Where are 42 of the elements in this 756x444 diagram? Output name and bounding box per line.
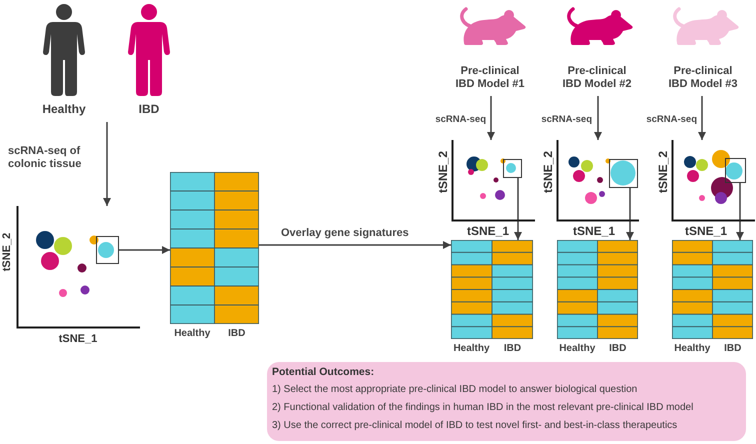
axis-title: tSNE_1 [684, 225, 728, 239]
axis-title: tSNE_2 [437, 150, 449, 194]
column-label: IBD [504, 343, 522, 354]
column-label: Healthy [559, 343, 596, 354]
column-label: Healthy [174, 328, 210, 340]
list-item: 1) Select the most appropriate pre-clinical IBD model to answer biological question [272, 384, 638, 396]
arrow [698, 96, 706, 140]
axis-title: tSNE_2 [542, 150, 554, 194]
list-item: 2) Functional validation of the findings in human IBD in the most relevant pre-clinical IBD model [272, 402, 694, 414]
column-label: IBD [609, 343, 626, 354]
arrow [487, 96, 495, 140]
highlight-box [503, 159, 522, 178]
model-label: Pre-clinical IBD Model #3 [667, 65, 739, 91]
edge-label: scRNA-seq [541, 114, 592, 126]
model-label: Pre-clinical IBD Model #1 [454, 65, 526, 91]
arrow [514, 178, 522, 240]
arrow [594, 96, 602, 140]
column-label: IBD [724, 343, 742, 354]
arrow [626, 188, 634, 240]
list-item: 3) Use the correct pre-clinical model of IBD to test novel first- and best-in-class therapeutics [272, 420, 678, 432]
axis-title: tSNE_2 [2, 232, 13, 272]
column-label: Healthy [453, 343, 490, 354]
arrow [259, 241, 451, 249]
model-label: Pre-clinical IBD Model #2 [561, 65, 633, 91]
edge-label: Overlay gene signatures [281, 227, 409, 240]
column-label: Healthy [674, 343, 710, 354]
edge-label: scRNA-seq [435, 114, 486, 126]
arrow [736, 183, 744, 240]
axis-title: tSNE_1 [58, 333, 98, 346]
axis-title: tSNE_2 [657, 150, 669, 194]
outcomes-panel [267, 362, 746, 441]
highlight-box [725, 158, 746, 183]
axis-title: tSNE_1 [572, 225, 616, 239]
arrow [103, 122, 111, 206]
panel-heading: Potential Outcomes: [272, 366, 374, 378]
axis-title: tSNE_1 [466, 225, 510, 239]
edge-label: scRNA-seq of colonic tissue [8, 145, 82, 172]
highlight-box [609, 159, 638, 188]
person-label: IBD [138, 103, 160, 117]
column-label: IBD [228, 328, 246, 340]
edge-label: scRNA-seq [646, 114, 697, 126]
person-label: Healthy [42, 103, 86, 117]
